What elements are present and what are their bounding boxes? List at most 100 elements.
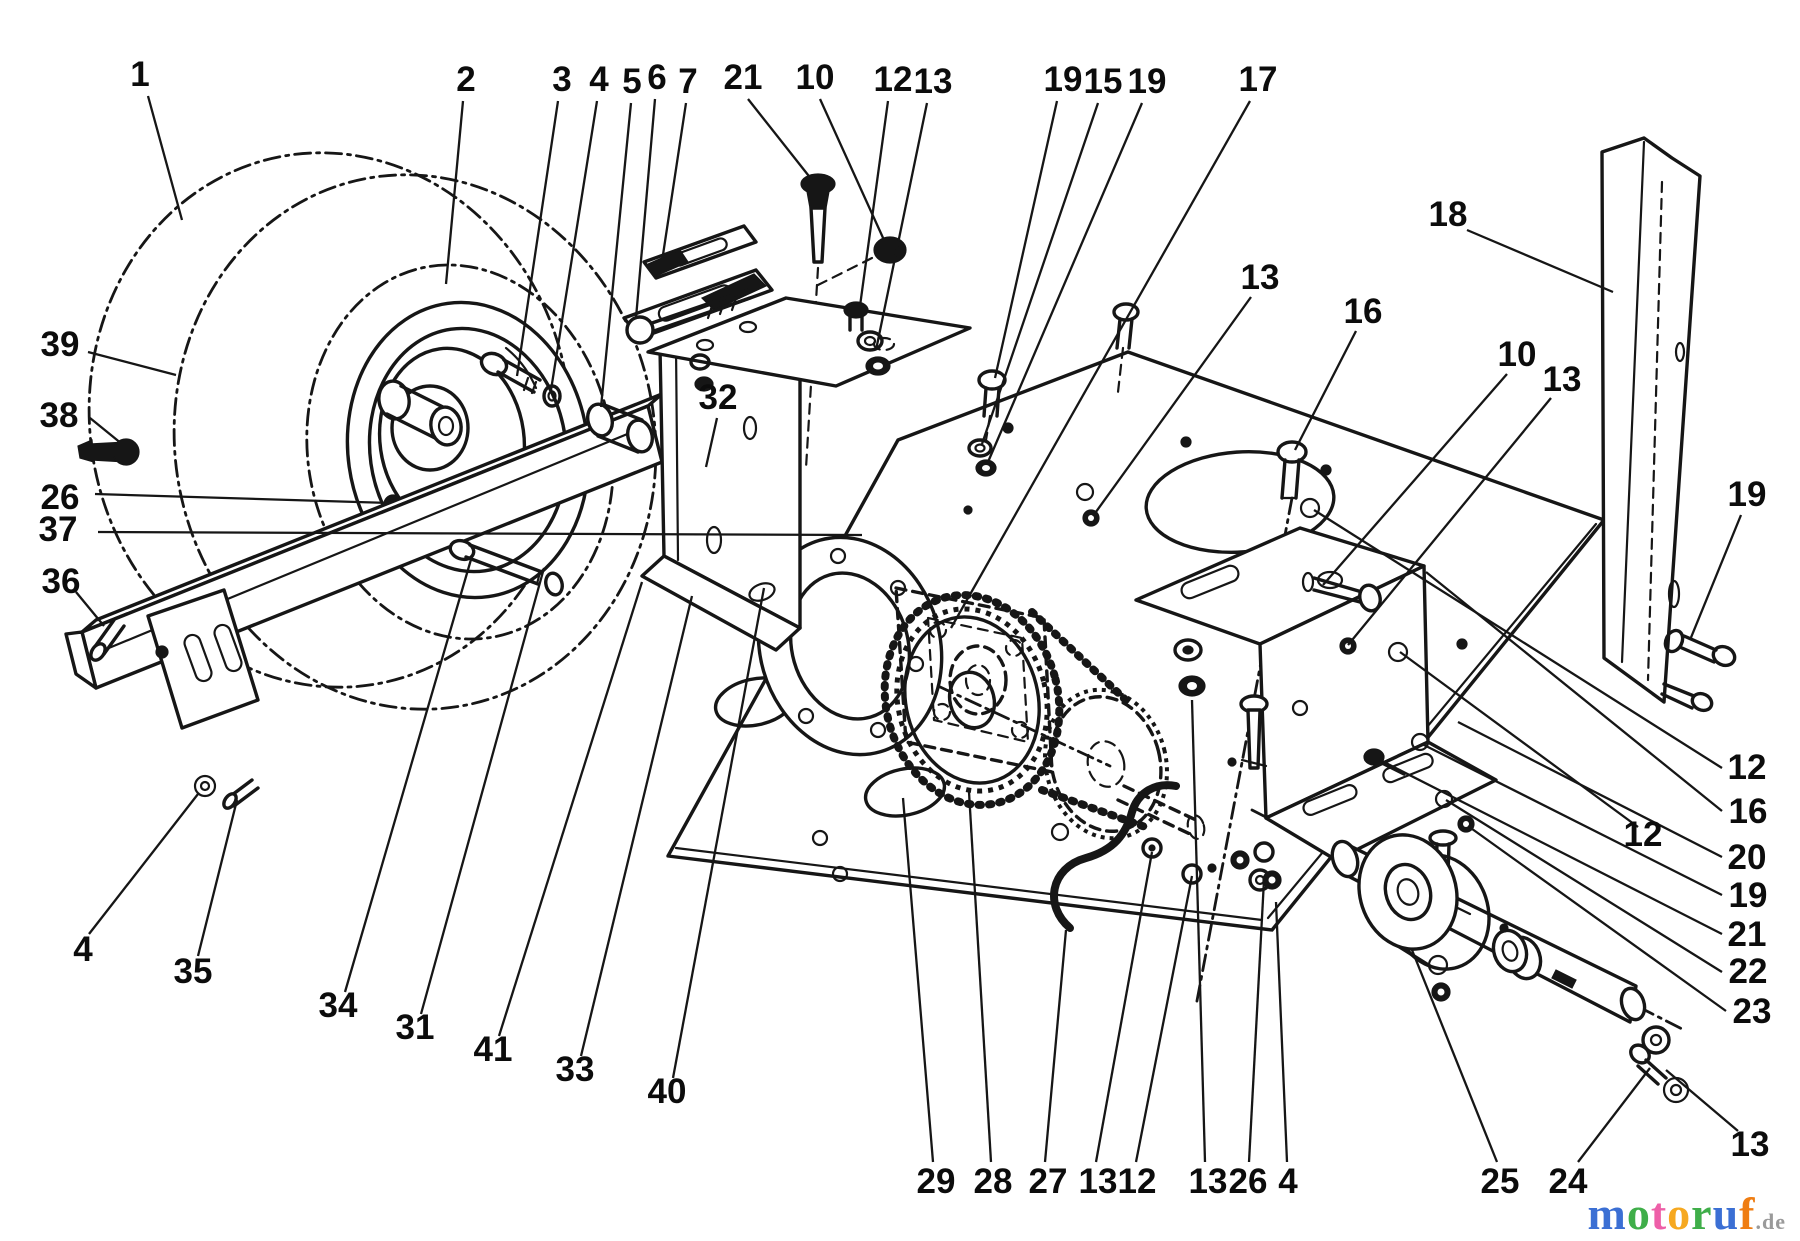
callout-41-42: 41 xyxy=(474,1030,513,1069)
leader-line-13-34 xyxy=(1190,699,1207,1163)
leader-line-13-10 xyxy=(874,102,929,351)
bracket-bolt xyxy=(1711,644,1737,668)
callout-23-28: 23 xyxy=(1733,992,1772,1031)
leader-line-13-19 xyxy=(1347,397,1552,646)
bolt-16 xyxy=(1276,440,1308,464)
callout-40-40: 40 xyxy=(648,1072,687,1111)
callout-19-13: 19 xyxy=(1128,62,1167,101)
leader-line-4-3 xyxy=(549,100,599,391)
leader-line-21-7 xyxy=(747,98,813,181)
leader-line-5-4 xyxy=(599,102,633,408)
callout-13-10: 13 xyxy=(914,62,953,101)
callout-27-37: 27 xyxy=(1029,1162,1068,1201)
leader-line-6-5 xyxy=(634,98,657,319)
bolt-10 xyxy=(1358,583,1382,613)
leader-line-26-49 xyxy=(94,492,391,505)
leader-line-4-32 xyxy=(1274,901,1289,1163)
watermark-letter: t xyxy=(1650,1188,1668,1239)
leader-line-31-43 xyxy=(419,567,546,1015)
watermark-suffix: .de xyxy=(1755,1209,1786,1234)
callout-32-52: 32 xyxy=(699,378,738,417)
callout-35-45: 35 xyxy=(174,952,213,991)
leader-line-33-41 xyxy=(579,595,694,1057)
callout-1-0: 1 xyxy=(130,55,149,94)
leader-line-12-9 xyxy=(858,100,890,307)
leader-line-19-11 xyxy=(993,100,1059,379)
bracket-top-plate xyxy=(646,296,972,388)
callout-17-14: 17 xyxy=(1239,60,1278,99)
callout-2-1: 2 xyxy=(456,60,475,99)
leader-line-13-15 xyxy=(1092,296,1252,517)
callout-4-32: 4 xyxy=(1278,1162,1298,1201)
hitch-pin xyxy=(1428,829,1458,847)
leader-line-10-18 xyxy=(1322,373,1508,586)
watermark-letter: m xyxy=(1587,1188,1627,1239)
callout-10-18: 10 xyxy=(1498,335,1537,374)
leader-line-24-30 xyxy=(1577,1067,1651,1163)
leader-line-19-13 xyxy=(986,102,1144,463)
leader-line-20-24 xyxy=(1457,720,1723,859)
callout-34-44: 34 xyxy=(319,986,358,1025)
leader-line-23-28 xyxy=(1467,825,1727,1012)
leader-line-19-20 xyxy=(1688,514,1743,641)
callout-19-11: 19 xyxy=(1044,60,1083,99)
callout-13-19: 13 xyxy=(1543,360,1582,399)
leader-line-28-38 xyxy=(967,791,993,1163)
callout-12-35: 12 xyxy=(1118,1162,1157,1201)
callout-25-31: 25 xyxy=(1481,1162,1520,1201)
watermark-motoruf: motoruf.de xyxy=(1588,1191,1787,1237)
callout-5-4: 5 xyxy=(622,62,641,101)
callout-13-34: 13 xyxy=(1189,1162,1228,1201)
callout-22-27: 22 xyxy=(1729,952,1768,991)
callout-29-39: 29 xyxy=(917,1162,956,1201)
leader-line-12-35 xyxy=(1134,875,1194,1163)
leader-line-35-45 xyxy=(196,799,239,957)
leader-line-13-36 xyxy=(1094,851,1154,1163)
callout-12-21: 12 xyxy=(1728,748,1767,787)
callout-16-16: 16 xyxy=(1344,292,1383,331)
callout-36-47: 36 xyxy=(42,562,81,601)
callout-18-17: 18 xyxy=(1429,195,1468,234)
leader-line-34-44 xyxy=(343,555,474,993)
leader-line-27-37 xyxy=(1043,929,1068,1163)
callout-26-33: 26 xyxy=(1229,1162,1268,1201)
watermark-letters: motoruf xyxy=(1588,1188,1756,1239)
watermark-letter: u xyxy=(1712,1188,1740,1239)
leader-line-26-33 xyxy=(1247,879,1266,1163)
callout-19-25: 19 xyxy=(1729,876,1768,915)
callout-6-5: 6 xyxy=(647,58,666,97)
callout-10-8: 10 xyxy=(796,58,835,97)
callout-13-15: 13 xyxy=(1241,258,1280,297)
bolt-19 xyxy=(977,369,1007,391)
callout-20-24: 20 xyxy=(1728,838,1767,877)
callout-33-41: 33 xyxy=(556,1050,595,1089)
washer xyxy=(193,774,217,798)
leader-line-17-14 xyxy=(949,100,1252,629)
bracket-bolt xyxy=(1690,691,1714,713)
pin xyxy=(222,792,238,810)
knob xyxy=(873,236,907,264)
leader-line-37-48 xyxy=(97,530,863,537)
leader-line-36-47 xyxy=(75,591,105,627)
watermark-letter: f xyxy=(1739,1188,1756,1239)
callout-16-22: 16 xyxy=(1729,792,1768,831)
watermark-letter: o xyxy=(1626,1188,1651,1239)
leader-line-41-42 xyxy=(497,581,644,1037)
leader-line-32-52 xyxy=(704,417,719,468)
callout-12-23: 12 xyxy=(1624,815,1663,854)
callout-13-29: 13 xyxy=(1731,1125,1770,1164)
leader-line-18-17 xyxy=(1466,228,1614,294)
valve-stem xyxy=(77,438,140,466)
leader-line-40-40 xyxy=(671,587,766,1079)
long-bolt xyxy=(448,538,476,562)
leader-line-12-23 xyxy=(1399,651,1639,828)
leader-line-2-1 xyxy=(444,100,465,285)
watermark-letter: o xyxy=(1667,1188,1692,1239)
leader-line-15-12 xyxy=(980,102,1100,445)
bolt-3 xyxy=(479,351,509,377)
transmission-bracket xyxy=(622,173,972,652)
callout-3-2: 3 xyxy=(552,60,571,99)
bolt-head xyxy=(843,301,869,319)
